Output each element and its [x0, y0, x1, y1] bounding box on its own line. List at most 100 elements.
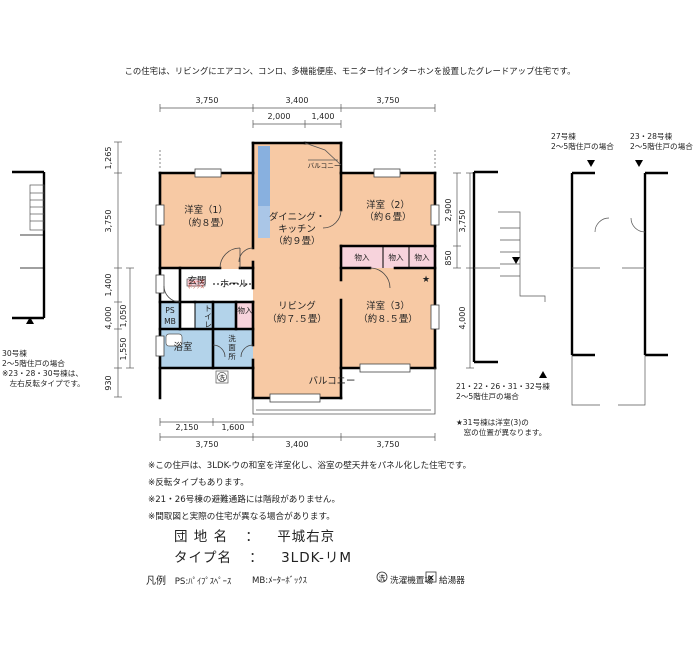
window-bath — [155, 335, 165, 357]
label-living: リビング — [278, 300, 316, 312]
left-note-2: 2～5階住戸の場合 — [2, 359, 65, 368]
dim-right-1: 2,900 — [444, 199, 453, 222]
dim-bottom-2: 3,400 — [286, 440, 309, 449]
right-bottom-note-2: 2～5階住戸の場合 — [456, 392, 519, 401]
label-yokushitsu: 浴室 — [174, 341, 193, 353]
dim-left-4: 4,000 — [104, 307, 113, 330]
room-labels: 洋室（1） （約８畳） ダイニング・ キッチン （約９畳） 洋室（2） （約６畳… — [174, 199, 418, 387]
right3-arrow — [635, 160, 643, 167]
dim-top-1: 3,750 — [196, 96, 219, 105]
room-yoshitsu1 — [160, 173, 253, 268]
label-senmen-3: 所 — [228, 351, 236, 361]
note-3: ※21・26号棟の避難通路には階段がありません。 — [148, 495, 341, 505]
dim-bottom-inner-2: 1,600 — [222, 423, 245, 432]
door-yoshitsu2 — [322, 209, 342, 229]
label-yoshitsu1-size: （約８畳） — [183, 217, 230, 229]
right-top-note-b-2: 2～5階住戸の場合 — [630, 142, 693, 151]
label-shoes-2: ボックス — [188, 283, 205, 290]
note-1: ※この住戸は、3LDK-ウの和室を洋室化し、浴室の壁天井をパネル化した住宅です。 — [148, 461, 472, 471]
label-senmen-2: 面 — [228, 343, 236, 352]
door-entrance — [163, 285, 181, 303]
note-4: ※間取図と実際の住宅が異なる場合があります。 — [148, 512, 335, 522]
legend-title: 凡例 — [146, 576, 166, 587]
shoes-box — [186, 278, 206, 287]
label-yoshitsu3: 洋室（3） — [366, 300, 409, 312]
danchi-row: 団 地 名 ： 平城右京 — [174, 525, 335, 545]
dimension-lines — [114, 104, 474, 441]
danchi-label: 団 地 名 — [174, 529, 229, 545]
label-dining-size: （約９畳） — [274, 235, 321, 247]
kitchen-counter — [258, 146, 270, 206]
label-yoshitsu1: 洋室（1） — [184, 204, 227, 216]
label-yoshitsu3-size: （約８.５畳） — [358, 313, 417, 325]
dimension-texts: 3,750 3,400 3,750 2,000 1,400 2,150 1,60… — [176, 96, 400, 449]
room-toilet — [195, 302, 236, 329]
label-toilet-3: レ — [204, 320, 212, 329]
dim-right-3: 850 — [444, 250, 453, 265]
hall-floor — [213, 269, 253, 302]
room-fills — [160, 143, 435, 398]
type-value: 3LDK-リM — [281, 550, 353, 566]
left-arrow-up — [26, 317, 34, 324]
star-mark: ★ — [422, 275, 430, 285]
type-sep: ： — [249, 550, 264, 566]
dim-left-3: 1,400 — [104, 274, 113, 297]
dimension-texts-vertical: 1,265 3,750 1,400 4,000 1,050 1,550 930 … — [104, 147, 467, 391]
fixtures — [165, 278, 229, 384]
left-note-4: 左右反転タイプです。 — [2, 379, 85, 388]
dim-left-5: 1,050 — [119, 305, 128, 328]
legend-laundry-icon — [376, 571, 388, 583]
window-yoshitsu3-side — [430, 304, 440, 330]
label-ps: PS — [165, 306, 175, 315]
dim-left-7: 930 — [104, 375, 113, 390]
laundry-mark — [217, 372, 227, 382]
right-top-note-a-2: 2～5階住戸の場合 — [551, 142, 614, 151]
ps-mb-box — [160, 302, 180, 329]
left-note-3: ※23・28・30号棟は、 — [2, 369, 83, 378]
label-dining: ダイニング・ — [269, 211, 325, 223]
legend-heater-char: ✕ — [427, 574, 435, 584]
door-yoshitsu1 — [219, 247, 241, 269]
right1-arrow — [512, 257, 520, 264]
door-bath — [212, 344, 226, 358]
dim-top-inner-1: 2,000 — [268, 112, 291, 121]
note-2: ※反転タイプもあります。 — [148, 478, 249, 488]
door-yoshitsu3 — [369, 267, 391, 289]
danchi-value: 平城右京 — [277, 529, 336, 545]
right-top-note-a: 27号棟 2～5階住戸の場合 — [551, 132, 614, 152]
right-top-note-b: 23・28号棟 2～5階住戸の場合 — [630, 132, 693, 152]
side-plan-left-stair — [29, 184, 45, 231]
dim-bottom-inner-1: 2,150 — [176, 423, 199, 432]
header-text: この住宅は、リビングにエアコン、コンロ、多機能便座、モニター付インターホンを設置… — [124, 66, 576, 76]
danchi-sep: ： — [245, 529, 260, 545]
right-top-note-a-1: 27号棟 — [551, 132, 576, 141]
window-yoshitsu2-side — [430, 204, 440, 226]
label-kitchen: キッチン — [278, 224, 316, 235]
side-plan-left — [12, 170, 46, 320]
right2-arrow — [587, 160, 595, 167]
dim-left-1: 1,265 — [104, 147, 113, 170]
label-senmen-1: 洗 — [228, 333, 236, 343]
dim-right-2: 3,750 — [458, 210, 467, 233]
right1-arrow-bottom — [539, 371, 547, 378]
right-bottom-note: 21・22・26・31・32号棟 2～5階住戸の場合 — [456, 382, 550, 402]
dim-bottom-3: 3,750 — [377, 440, 400, 449]
window-yoshitsu1-side — [155, 204, 165, 226]
label-yoshitsu2: 洋室（2） — [366, 199, 409, 211]
door-hall — [238, 247, 254, 263]
label-genkan: 玄関 — [188, 275, 207, 287]
window-yoshitsu2 — [373, 168, 401, 178]
side-plan-right-1 — [472, 170, 498, 364]
left-note: 30号棟 2～5階住戸の場合 ※23・28・30号棟は、 左右反転タイプです。 — [2, 349, 85, 389]
kitchen-sink-area — [258, 206, 270, 238]
dim-bottom-1: 3,750 — [196, 440, 219, 449]
label-hall: ホール — [220, 279, 248, 290]
type-label: タイプ名 — [174, 550, 232, 566]
window-genkan — [155, 274, 165, 294]
dim-left-2: 3,750 — [104, 210, 113, 233]
side-plan-right-2-detail — [571, 217, 610, 406]
storage-1 — [341, 246, 383, 268]
right-top-note-b-1: 23・28号棟 — [630, 132, 673, 141]
label-living-size: （約７.５畳） — [267, 313, 326, 325]
